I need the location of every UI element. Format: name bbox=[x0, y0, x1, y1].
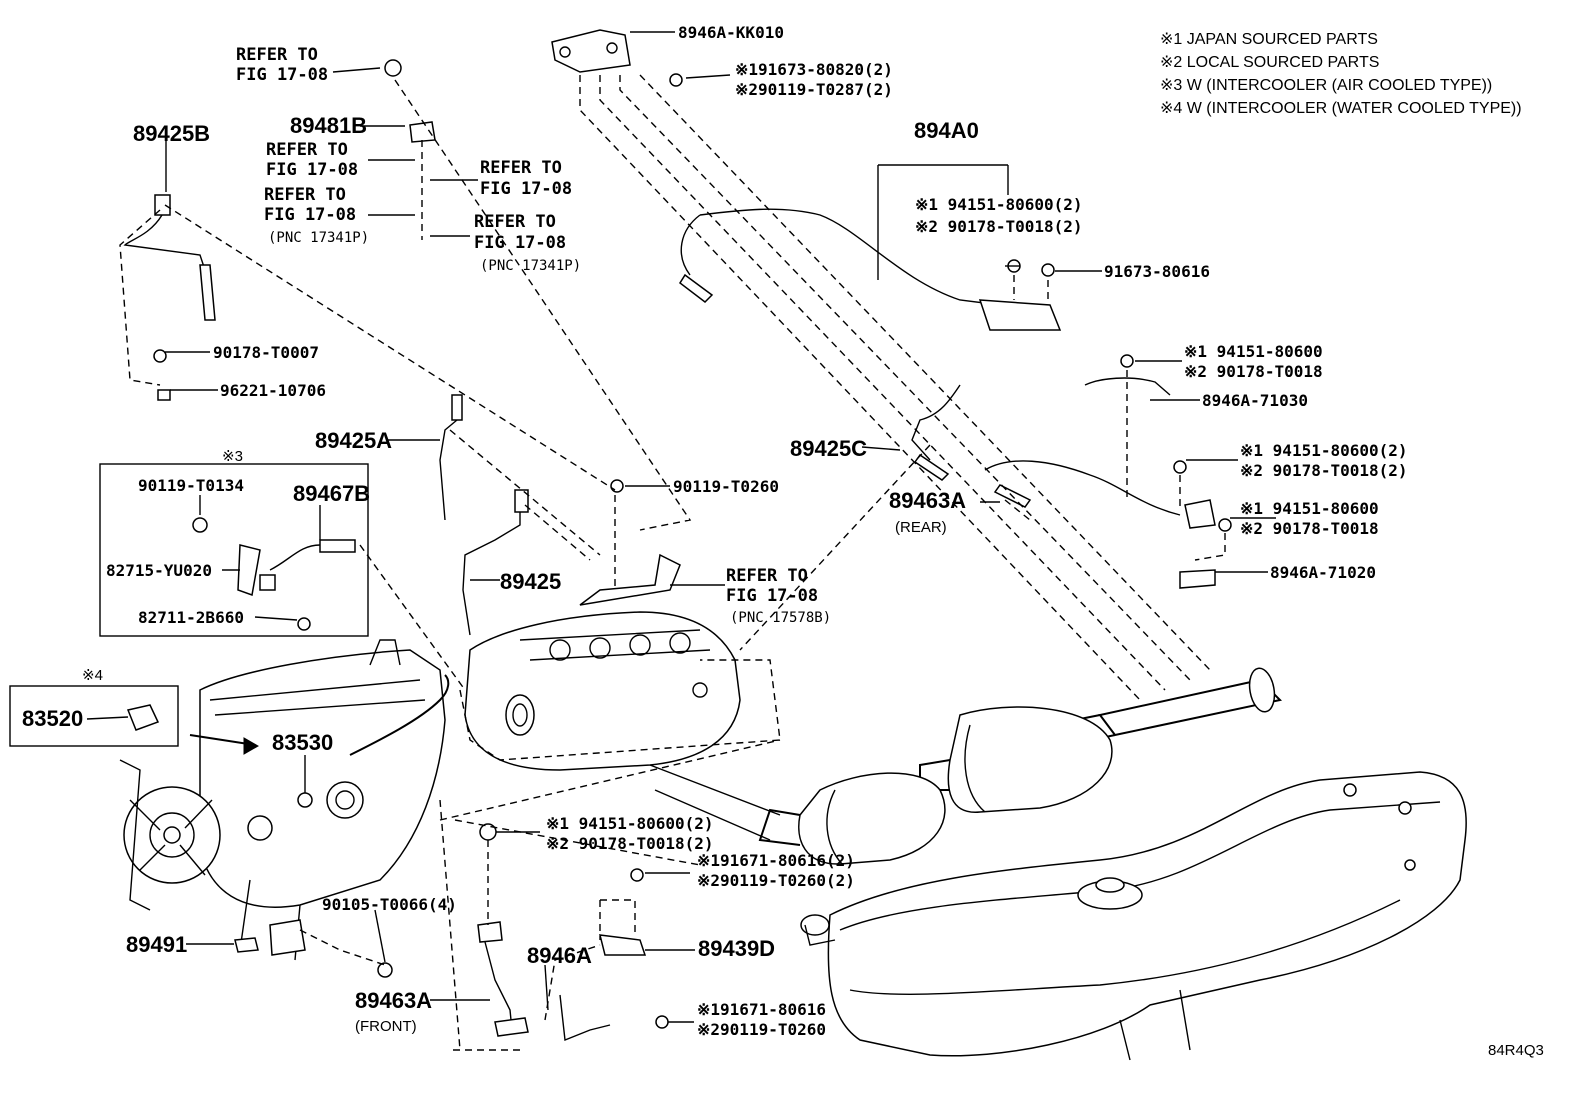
part-label: 89463A bbox=[355, 988, 432, 1013]
legend-item: ※1 JAPAN SOURCED PARTS bbox=[1160, 31, 1378, 48]
part-label: ※290119-T0287(2) bbox=[735, 80, 893, 99]
part-label: 8946A-71020 bbox=[1270, 563, 1376, 582]
part-label: ※191673-80820(2) bbox=[735, 60, 893, 79]
engine-drawing bbox=[459, 611, 781, 771]
flow-arrowhead bbox=[243, 737, 260, 755]
part-label: 8946A bbox=[527, 943, 592, 968]
part-label: 89463A bbox=[889, 488, 966, 513]
part-label: 89425 bbox=[500, 569, 561, 594]
part-label: ※1 94151-80600 bbox=[1240, 499, 1379, 518]
part-label: 90119-T0260 bbox=[673, 477, 779, 496]
part-label: ※1 94151-80600(2) bbox=[915, 195, 1083, 214]
part-label: 89467B bbox=[293, 481, 370, 506]
part-label: ※2 90178-T0018(2) bbox=[546, 834, 714, 853]
part-label: 90105-T0066(4) bbox=[322, 895, 457, 914]
part-label: 91673-80616 bbox=[1104, 262, 1210, 281]
part-label: ※2 90178-T0018 bbox=[1184, 362, 1323, 381]
part-label: 89425A bbox=[315, 428, 392, 453]
section-3-box bbox=[99, 463, 369, 637]
sensor-components bbox=[123, 29, 1232, 1041]
pnc-label: (PNC 17341P) bbox=[268, 230, 369, 246]
legend-item: ※2 LOCAL SOURCED PARTS bbox=[1160, 54, 1379, 71]
part-label: ※191671-80616(2) bbox=[697, 851, 855, 870]
refer-label: REFER TO bbox=[474, 212, 556, 232]
legend-item: ※3 W (INTERCOOLER (AIR COOLED TYPE)) bbox=[1160, 77, 1492, 94]
part-label: 894A0 bbox=[914, 118, 979, 143]
part-label: 8946A-KK010 bbox=[678, 23, 784, 42]
refer-label: REFER TO bbox=[266, 140, 348, 160]
legend-item: ※4 W (INTERCOOLER (WATER COOLED TYPE)) bbox=[1160, 100, 1522, 117]
refer-label: FIG 17-08 bbox=[264, 205, 356, 225]
section-4-box bbox=[9, 685, 179, 747]
part-label: 89491 bbox=[126, 932, 187, 957]
refer-label: FIG 17-08 bbox=[236, 65, 328, 85]
diagram-id: 84R4Q3 bbox=[1488, 1042, 1544, 1059]
dashed-leaders bbox=[119, 74, 1226, 1051]
exhaust-system-drawing bbox=[649, 667, 1283, 865]
part-label: ※290119-T0260 bbox=[697, 1020, 826, 1039]
part-label: 90178-T0007 bbox=[213, 343, 319, 362]
part-note: (FRONT) bbox=[355, 1018, 417, 1035]
pnc-label: (PNC 17578B) bbox=[730, 610, 831, 626]
part-label: ※1 94151-80600(2) bbox=[546, 814, 714, 833]
part-label: 89481B bbox=[290, 113, 367, 138]
part-label: ※290119-T0260(2) bbox=[697, 871, 855, 890]
engine-left-drawing bbox=[119, 639, 450, 961]
part-label: 83520 bbox=[22, 706, 83, 731]
part-note: (REAR) bbox=[895, 519, 947, 536]
pnc-label: (PNC 17341P) bbox=[480, 258, 581, 274]
refer-labels: REFER TO FIG 17-08 REFER TO FIG 17-08 RE… bbox=[236, 45, 831, 626]
part-label: ※2 90178-T0018 bbox=[1240, 519, 1379, 538]
refer-label: REFER TO bbox=[264, 185, 346, 205]
part-labels: 8946A-KK010 ※191673-80820(2) ※290119-T02… bbox=[22, 23, 1544, 1059]
refer-label: REFER TO bbox=[480, 158, 562, 178]
part-label: 82715-YU020 bbox=[106, 561, 212, 580]
part-label: 89425B bbox=[133, 121, 210, 146]
part-label: ※1 94151-80600 bbox=[1184, 342, 1323, 361]
part-label: 8946A-71030 bbox=[1202, 391, 1308, 410]
part-label: 83530 bbox=[272, 730, 333, 755]
refer-label: FIG 17-08 bbox=[474, 233, 566, 253]
refer-label: REFER TO bbox=[236, 45, 318, 65]
part-label: 89439D bbox=[698, 936, 775, 961]
legend: ※1 JAPAN SOURCED PARTS ※2 LOCAL SOURCED … bbox=[1160, 31, 1522, 117]
part-label: 96221-10706 bbox=[220, 381, 326, 400]
part-label: ※2 90178-T0018(2) bbox=[915, 217, 1083, 236]
callout-leaders bbox=[86, 31, 1276, 1023]
part-label: ※2 90178-T0018(2) bbox=[1240, 461, 1408, 480]
refer-label: FIG 17-08 bbox=[480, 179, 572, 199]
refer-label: FIG 17-08 bbox=[266, 160, 358, 180]
section-4-mark: ※4 bbox=[82, 667, 103, 684]
refer-label: REFER TO bbox=[726, 566, 808, 586]
refer-label: FIG 17-08 bbox=[726, 586, 818, 606]
part-label: ※191671-80616 bbox=[697, 1000, 826, 1019]
fuel-tank-drawing bbox=[800, 771, 1467, 1061]
part-label: 82711-2B660 bbox=[138, 608, 244, 627]
part-label: ※1 94151-80600(2) bbox=[1240, 441, 1408, 460]
section-3-mark: ※3 bbox=[222, 448, 243, 465]
part-label: 90119-T0134 bbox=[138, 476, 244, 495]
part-label: 89425C bbox=[790, 436, 867, 461]
